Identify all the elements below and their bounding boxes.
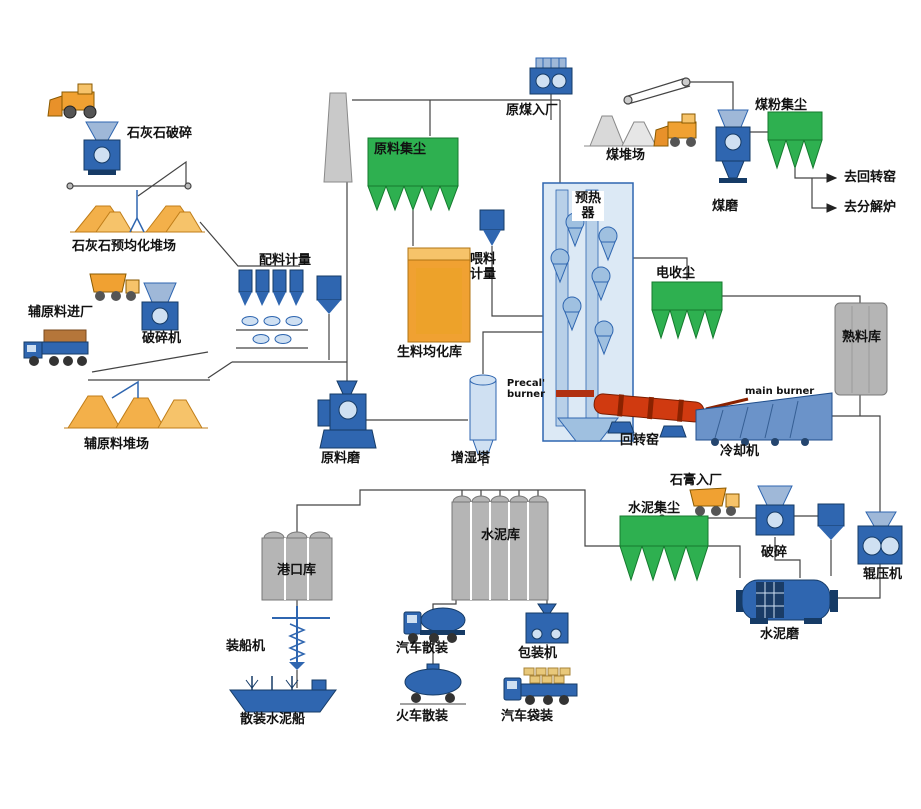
label-gypsum-entry: 石膏入厂 bbox=[670, 473, 723, 488]
additive-bin-icon bbox=[817, 503, 845, 540]
label-kiln: 回转窑 bbox=[620, 433, 660, 448]
flatbed-truck-icon bbox=[23, 329, 89, 366]
label-coal-dust: 煤粉集尘 bbox=[755, 98, 808, 113]
chimney-icon bbox=[323, 92, 353, 183]
aux-crusher-icon bbox=[141, 282, 179, 331]
cement-silo-icon bbox=[451, 495, 549, 601]
label-coal-entry: 原煤入厂 bbox=[506, 103, 559, 118]
coal-mill-icon bbox=[715, 109, 751, 183]
flow-lines bbox=[66, 77, 881, 688]
label-precal-burner: Precal' burner bbox=[506, 378, 546, 400]
dump-truck-icon bbox=[89, 273, 140, 301]
label-cement-silo: 水泥库 bbox=[481, 528, 521, 543]
aux-stockpiles-icon bbox=[64, 380, 208, 429]
label-cooler: 冷却机 bbox=[720, 444, 760, 459]
limestone-stockpiles-icon bbox=[70, 190, 205, 233]
clinker-cooler-icon bbox=[695, 392, 833, 446]
label-batching: 配料计量 bbox=[259, 253, 312, 268]
label-aux-yard: 辅原料堆场 bbox=[84, 437, 150, 452]
cement-dust-collector-icon bbox=[619, 515, 709, 582]
label-esp: 电收尘 bbox=[656, 266, 696, 281]
rail-tank-car-icon bbox=[400, 663, 466, 705]
label-port-silo: 港口库 bbox=[277, 563, 317, 578]
bag-truck-icon bbox=[503, 667, 578, 705]
label-ship: 散装水泥船 bbox=[240, 712, 306, 727]
batching-feeders-icon bbox=[241, 316, 303, 344]
gypsum-crusher-icon bbox=[755, 485, 795, 536]
label-feed-metering: 喂料计量 bbox=[469, 252, 496, 282]
bulk-tanker-truck-icon bbox=[403, 607, 466, 643]
cement-mill-icon bbox=[736, 579, 838, 624]
clinker-silo-icon bbox=[834, 302, 888, 396]
port-silo-icon bbox=[261, 531, 333, 601]
coal-loader-icon bbox=[653, 113, 697, 147]
label-to-kiln: 去回转窑 bbox=[844, 170, 897, 185]
label-preheater: 预热器 bbox=[572, 191, 604, 221]
feed-metering-icon bbox=[479, 209, 505, 246]
label-limestone-preblending-yard: 石灰石预均化堆场 bbox=[72, 239, 177, 254]
raw-dust-collector-icon bbox=[367, 137, 459, 212]
ship-loader-icon bbox=[272, 606, 330, 670]
label-coal-yard: 煤堆场 bbox=[606, 148, 646, 163]
gypsum-truck-icon bbox=[689, 487, 740, 516]
coal-crusher-icon bbox=[529, 57, 573, 95]
roller-press-icon bbox=[857, 511, 903, 565]
label-coal-mill: 煤磨 bbox=[712, 199, 739, 214]
wheel-loader-icon bbox=[47, 83, 97, 119]
label-cement-dust: 水泥集尘 bbox=[628, 501, 681, 516]
label-crusher-machine: 破碎机 bbox=[142, 331, 182, 346]
label-to-calciner: 去分解炉 bbox=[844, 200, 897, 215]
humidifying-tower-icon bbox=[469, 374, 497, 455]
packing-machine-icon bbox=[525, 603, 569, 644]
label-cement-mill: 水泥磨 bbox=[760, 627, 800, 642]
label-truck-bulk: 汽车散装 bbox=[396, 641, 449, 656]
label-clinker-silo: 熟料库 bbox=[842, 330, 882, 345]
main-burner-icon bbox=[705, 397, 749, 411]
precal-burner-icon bbox=[556, 390, 594, 397]
batching-feed-bin-icon bbox=[316, 275, 342, 314]
label-main-burner: main burner bbox=[745, 386, 815, 397]
batching-bins-icon bbox=[238, 269, 304, 306]
label-ship-loader: 装船机 bbox=[226, 639, 266, 654]
label-humidifier: 增湿塔 bbox=[451, 451, 491, 466]
label-packer: 包装机 bbox=[518, 646, 558, 661]
bulk-cement-ship-icon bbox=[229, 676, 337, 713]
raw-meal-silo-icon bbox=[407, 247, 471, 343]
limestone-crusher-icon bbox=[83, 121, 121, 175]
raw-mill-icon bbox=[317, 380, 377, 449]
label-train-bulk: 火车散装 bbox=[396, 709, 449, 724]
electrostatic-precipitator-icon bbox=[651, 281, 723, 340]
rotary-kiln-icon bbox=[593, 393, 705, 438]
coal-yard-icon bbox=[584, 115, 666, 147]
coal-dust-collector-icon bbox=[767, 111, 823, 170]
label-truck-bag: 汽车袋装 bbox=[501, 709, 554, 724]
label-raw-dust: 原料集尘 bbox=[374, 142, 427, 157]
label-roller-press: 辊压机 bbox=[863, 567, 903, 582]
label-crushing: 破碎 bbox=[761, 545, 788, 560]
label-raw-mill: 原料磨 bbox=[321, 451, 361, 466]
label-aux-entry: 辅原料进厂 bbox=[28, 305, 94, 320]
label-limestone-crushing: 石灰石破碎 bbox=[127, 126, 193, 141]
label-raw-meal-silo: 生料均化库 bbox=[397, 345, 463, 360]
